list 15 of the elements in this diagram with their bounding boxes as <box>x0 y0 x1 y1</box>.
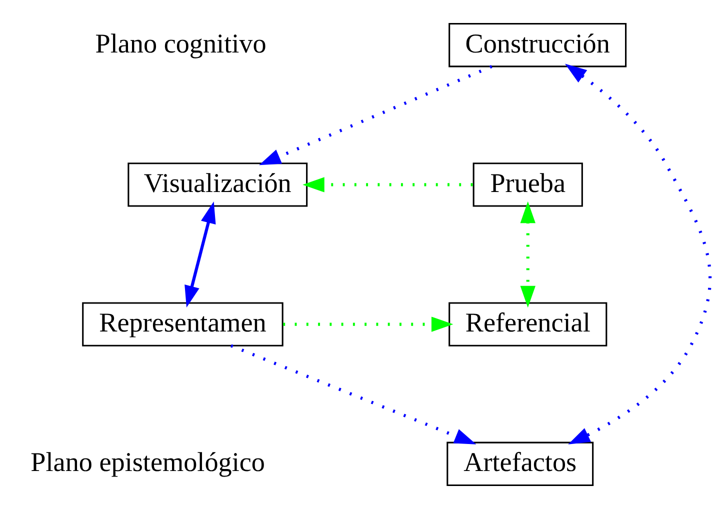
node-box: Artefactos <box>446 441 594 486</box>
node-box: Visualización <box>128 162 308 206</box>
node-box: Construcción <box>448 22 627 67</box>
arrow <box>302 176 473 192</box>
node-box: Prueba <box>472 162 583 206</box>
arrow <box>259 64 492 165</box>
arrow <box>520 200 536 308</box>
arrow <box>564 63 712 444</box>
arrow <box>283 316 454 332</box>
label: Plano epistemológico <box>30 446 265 477</box>
node-box: Referencial <box>448 302 608 346</box>
arrow <box>230 344 476 444</box>
label: Plano cognitivo <box>95 28 266 58</box>
arrow <box>184 201 216 307</box>
node-box: Representamen <box>82 302 284 346</box>
